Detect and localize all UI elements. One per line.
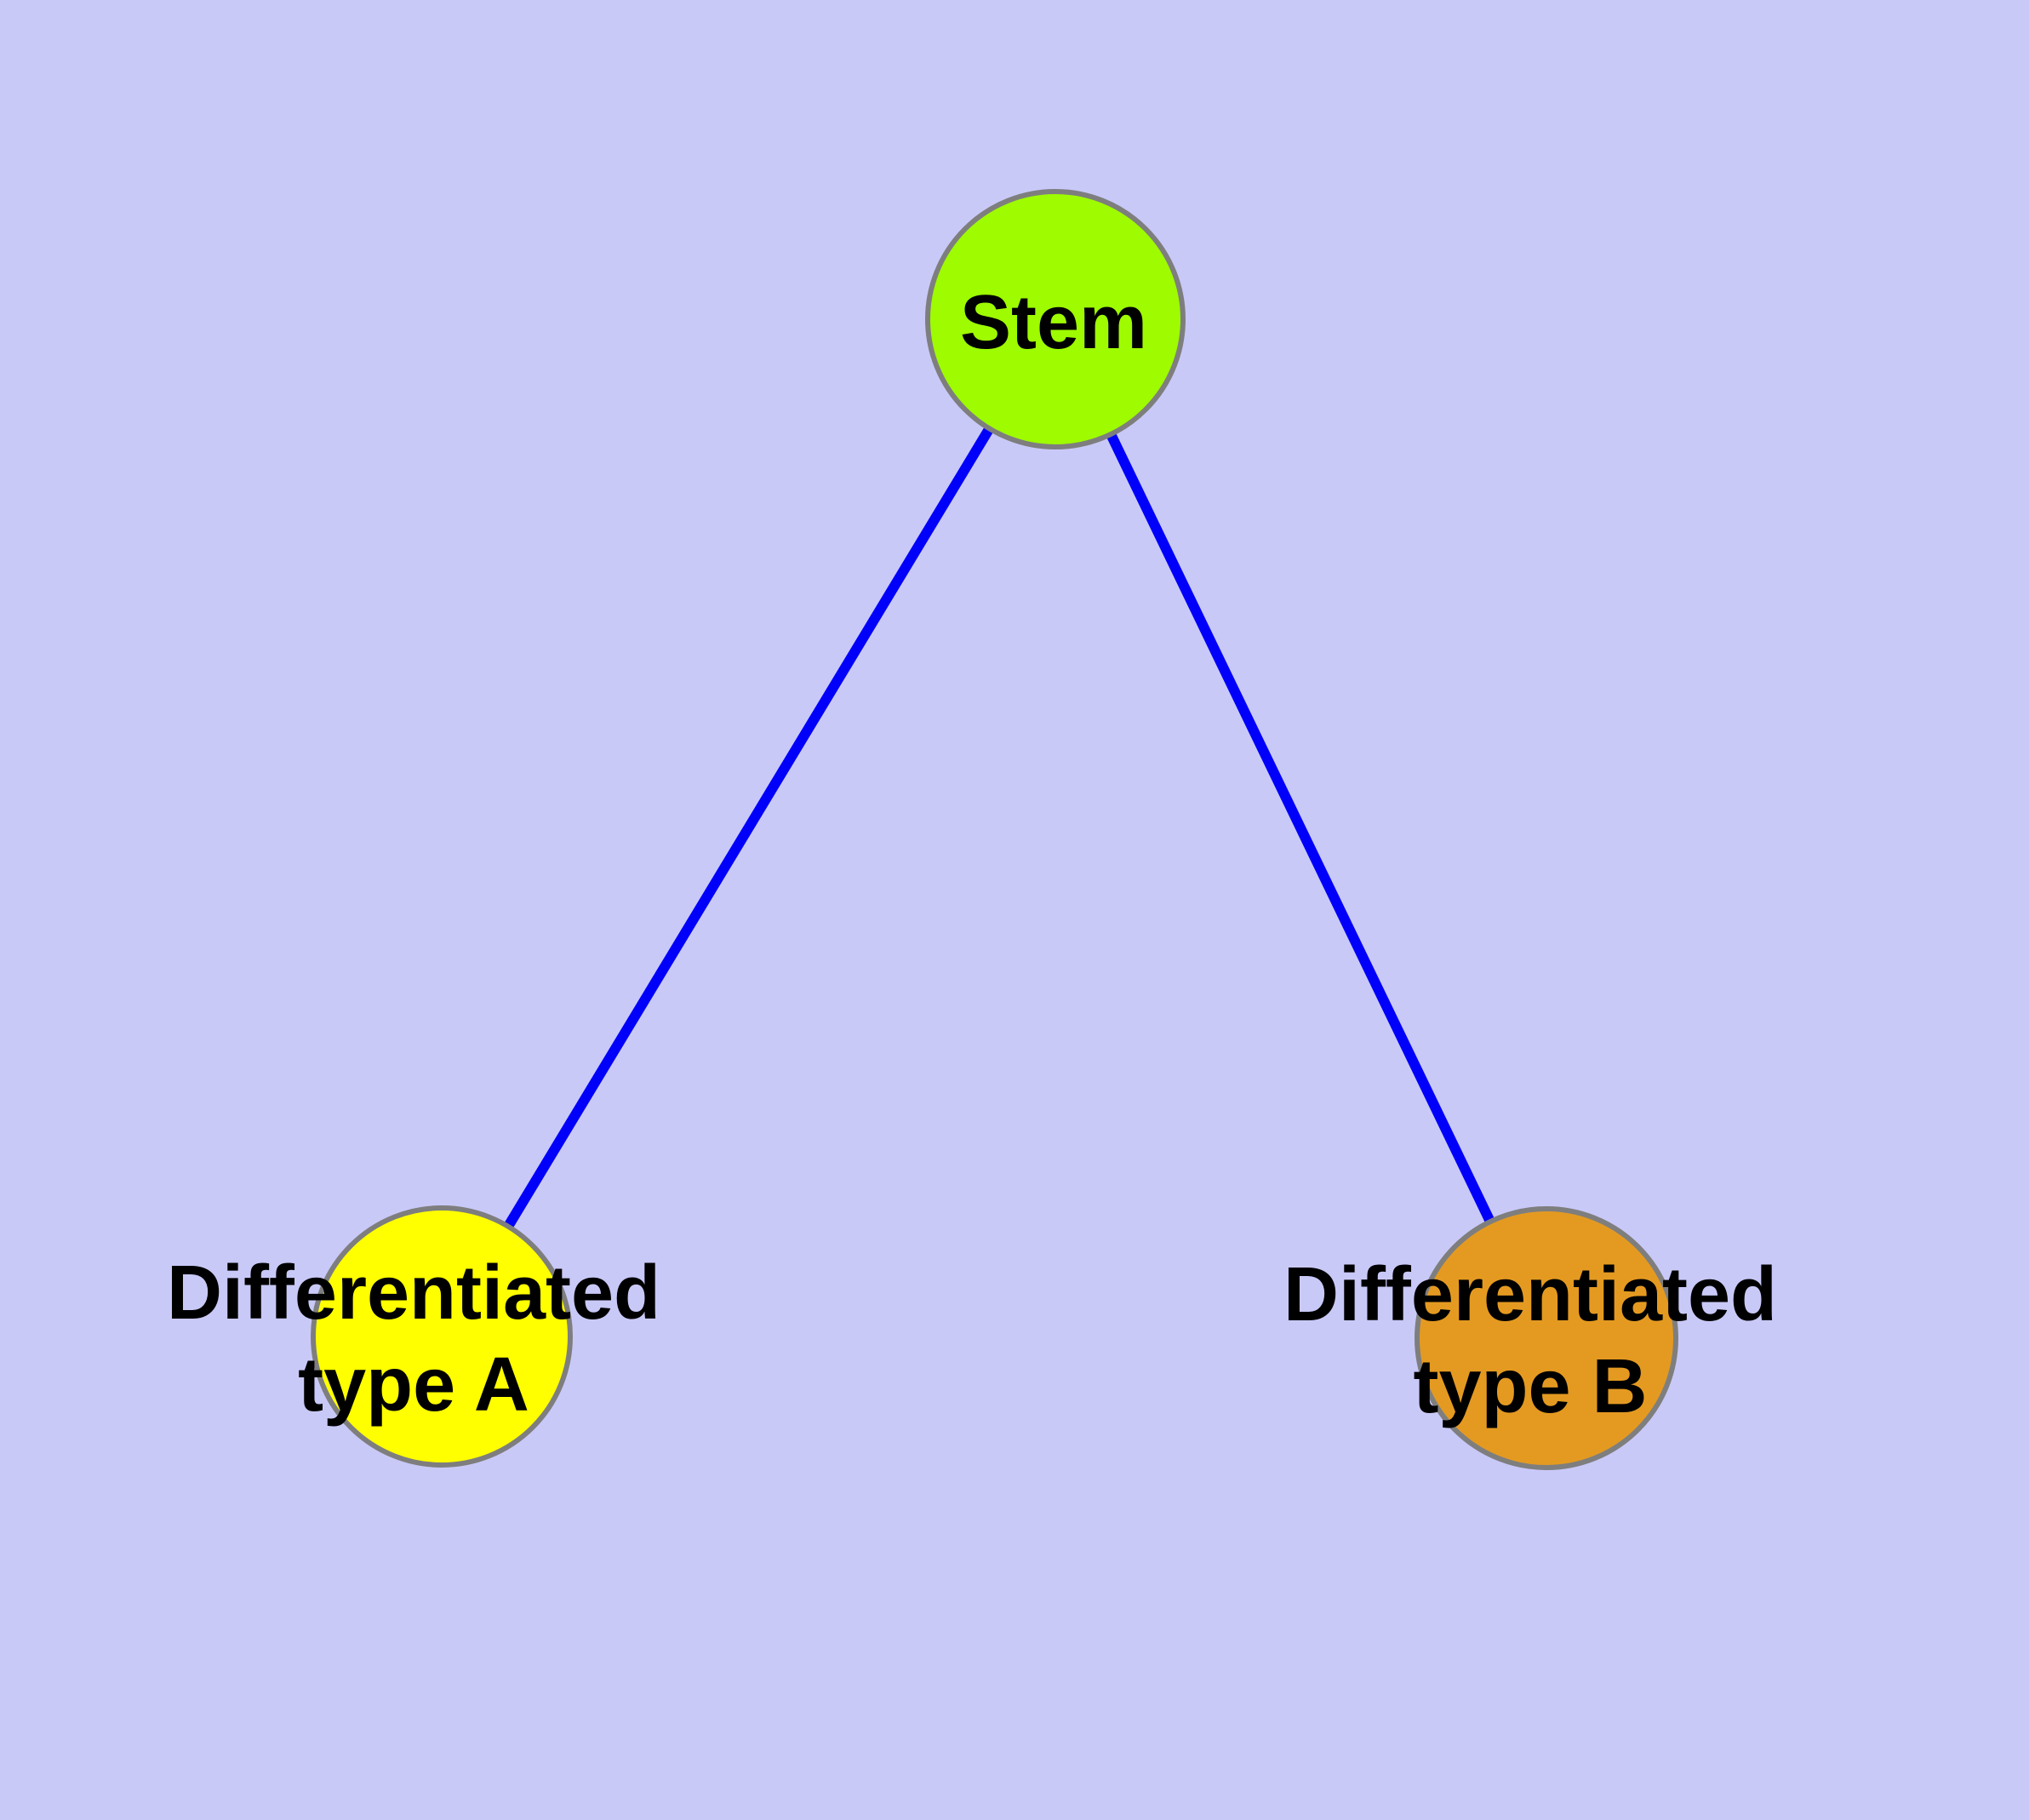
node-diff-type-a [311,1205,573,1468]
label-diff-type-b-line-2: type B [1413,1344,1647,1429]
label-stem-line-1: Stem [960,280,1147,365]
label-diff-type-a-line-2: type A [298,1342,529,1428]
node-stem [925,189,1186,449]
label-stem: Stem [960,280,1147,365]
nodes-layer [311,189,1678,1470]
edge-stem-to-diff-type-a [437,316,1060,1340]
label-diff-type-b-line-1: Differentiated [1283,1252,1777,1337]
edges-layer [437,316,1552,1341]
node-diff-type-b [1415,1206,1678,1470]
edge-stem-to-diff-type-b [1050,317,1552,1341]
label-diff-type-a-line-1: Differentiated [167,1251,660,1336]
